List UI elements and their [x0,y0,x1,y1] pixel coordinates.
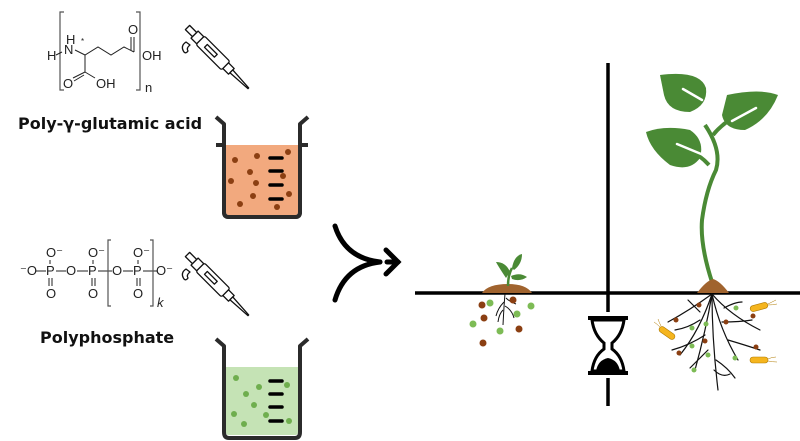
pipette-icon [181,251,251,318]
o-bridge-1: O [66,263,76,278]
hourglass-icon [588,316,628,375]
polyphosphate-structure: ⁻O P O⁻ O O P O⁻ O O P O⁻ O O⁻ k [20,239,173,310]
o-bottom-3: O [133,286,143,301]
o-bottom-2: O [88,286,98,301]
nh-h: H [66,32,75,47]
repeat-k: k [157,295,165,310]
bacteria-icon [749,356,778,364]
acid-o-top: O [128,22,138,37]
plant-icon [646,73,778,293]
leaf [660,73,707,112]
right-bracket-k [150,239,154,307]
beaker-icon [214,337,310,440]
pipette-icon [181,24,251,91]
green-nutrients [469,299,535,335]
p-3: P [133,263,142,278]
roots-icon [495,293,517,326]
pgga-structure: H H N * O OH O OH n [47,11,162,95]
o-top-3: O⁻ [133,245,150,260]
seedling-icon [469,254,535,347]
stem [699,123,720,283]
o-top-2: O⁻ [88,245,105,260]
o-minus-right: O⁻ [156,263,173,278]
brown-nutrients [478,296,523,347]
leaf [646,127,702,168]
p-1: P [46,263,55,278]
merge-arrow-icon [332,223,402,303]
right-bracket [136,11,141,91]
left-bracket-k [107,239,111,307]
brown-nutrients [673,302,759,356]
roots-icon [667,293,761,391]
o-top-1: O⁻ [46,245,63,260]
solution-fill [226,145,298,215]
acid-oh-bottom: OH [96,76,116,91]
bacteria-icon [749,299,778,312]
o-minus-left: ⁻O [20,263,37,278]
o-bottom-1: O [46,286,56,301]
p-2: P [88,263,97,278]
acid-o-bottom: O [63,76,73,91]
bacteria-icon [653,318,676,340]
graduation-marks [268,156,284,201]
polyphosphate-label: Polyphosphate [40,328,175,347]
soil-mound [697,279,729,293]
repeat-n: n [145,80,152,95]
left-bracket [59,11,64,91]
pgga-label: Poly-γ-glutamic acid [18,114,203,133]
pgga-particles [228,149,292,210]
nh-n: N [64,42,73,57]
green-nutrients [689,305,739,373]
stereo-marker: * [81,37,84,46]
acid-oh-top: OH [142,48,162,63]
polyphosphate-particles [231,375,292,427]
o-bridge-2: O [112,263,122,278]
graduation-marks [268,379,284,423]
soil-mound [482,284,532,293]
beaker-icon [214,115,310,219]
solution-fill [226,367,298,435]
h-terminal: H [47,48,56,63]
